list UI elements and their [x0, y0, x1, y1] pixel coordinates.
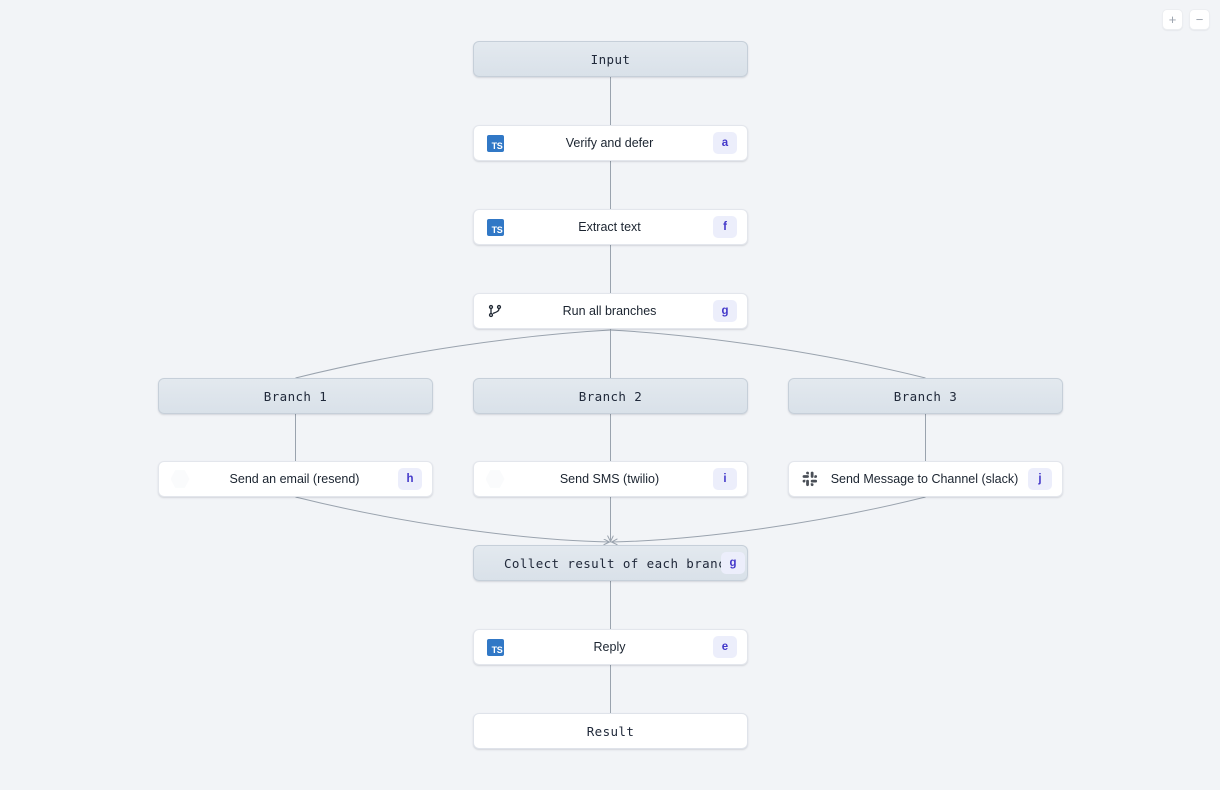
hexagon-icon [169, 468, 191, 490]
flow-node-email[interactable]: Send an email (resend) h [158, 461, 433, 497]
edge-runall-branch3 [610, 329, 926, 379]
flow-node-label: Branch 1 [263, 388, 328, 404]
flow-node-badge[interactable]: i [713, 468, 737, 490]
flow-node-label: Send an email (resend) [229, 472, 360, 486]
edge-runall-branch1 [295, 329, 611, 379]
flow-node-extract[interactable]: TS Extract text f [473, 209, 748, 245]
flow-node-badge[interactable]: j [1028, 468, 1052, 490]
flow-node-label: Extract text [578, 220, 641, 234]
flow-node-label: Reply [593, 640, 626, 654]
zoom-out-button[interactable]: − [1189, 9, 1210, 30]
edge-email-collect [295, 496, 610, 542]
typescript-icon: TS [484, 132, 506, 154]
slack-icon [799, 468, 821, 490]
flow-node-label: Send Message to Channel (slack) [830, 472, 1019, 486]
flow-node-label: Verify and defer [565, 136, 654, 150]
hexagon-icon [484, 468, 506, 490]
flow-node-branch1[interactable]: Branch 1 [158, 378, 433, 414]
flow-node-sms[interactable]: Send SMS (twilio) i [473, 461, 748, 497]
zoom-controls[interactable]: + − [1162, 9, 1210, 30]
flow-node-result[interactable]: Result [473, 713, 748, 749]
flow-node-badge[interactable]: e [713, 636, 737, 658]
git-branch-icon [484, 300, 506, 322]
flow-node-branch3[interactable]: Branch 3 [788, 378, 1063, 414]
flow-node-verify[interactable]: TS Verify and defer a [473, 125, 748, 161]
flow-node-badge[interactable]: h [398, 468, 422, 490]
zoom-in-button[interactable]: + [1162, 9, 1183, 30]
flow-node-branch2[interactable]: Branch 2 [473, 378, 748, 414]
flow-node-runall[interactable]: Run all branches g [473, 293, 748, 329]
flow-node-label: Send SMS (twilio) [559, 472, 660, 486]
typescript-icon: TS [484, 636, 506, 658]
flow-node-reply[interactable]: TS Reply e [473, 629, 748, 665]
flow-node-label: Branch 2 [578, 388, 643, 404]
flow-node-label: Result [586, 723, 635, 739]
typescript-icon: TS [484, 216, 506, 238]
flow-node-badge[interactable]: g [713, 300, 737, 322]
flow-node-label: Branch 3 [893, 388, 958, 404]
flow-node-label: Collect result of each branch [504, 555, 721, 571]
flow-node-badge[interactable]: f [713, 216, 737, 238]
flow-node-badge[interactable]: g [721, 552, 745, 574]
flow-node-label: Run all branches [562, 304, 657, 318]
flow-node-label: Input [590, 51, 631, 67]
flow-node-input[interactable]: Input [473, 41, 748, 77]
edge-slack-collect [612, 496, 926, 542]
flow-node-slack[interactable]: Send Message to Channel (slack) j [788, 461, 1063, 497]
flow-node-badge[interactable]: a [713, 132, 737, 154]
